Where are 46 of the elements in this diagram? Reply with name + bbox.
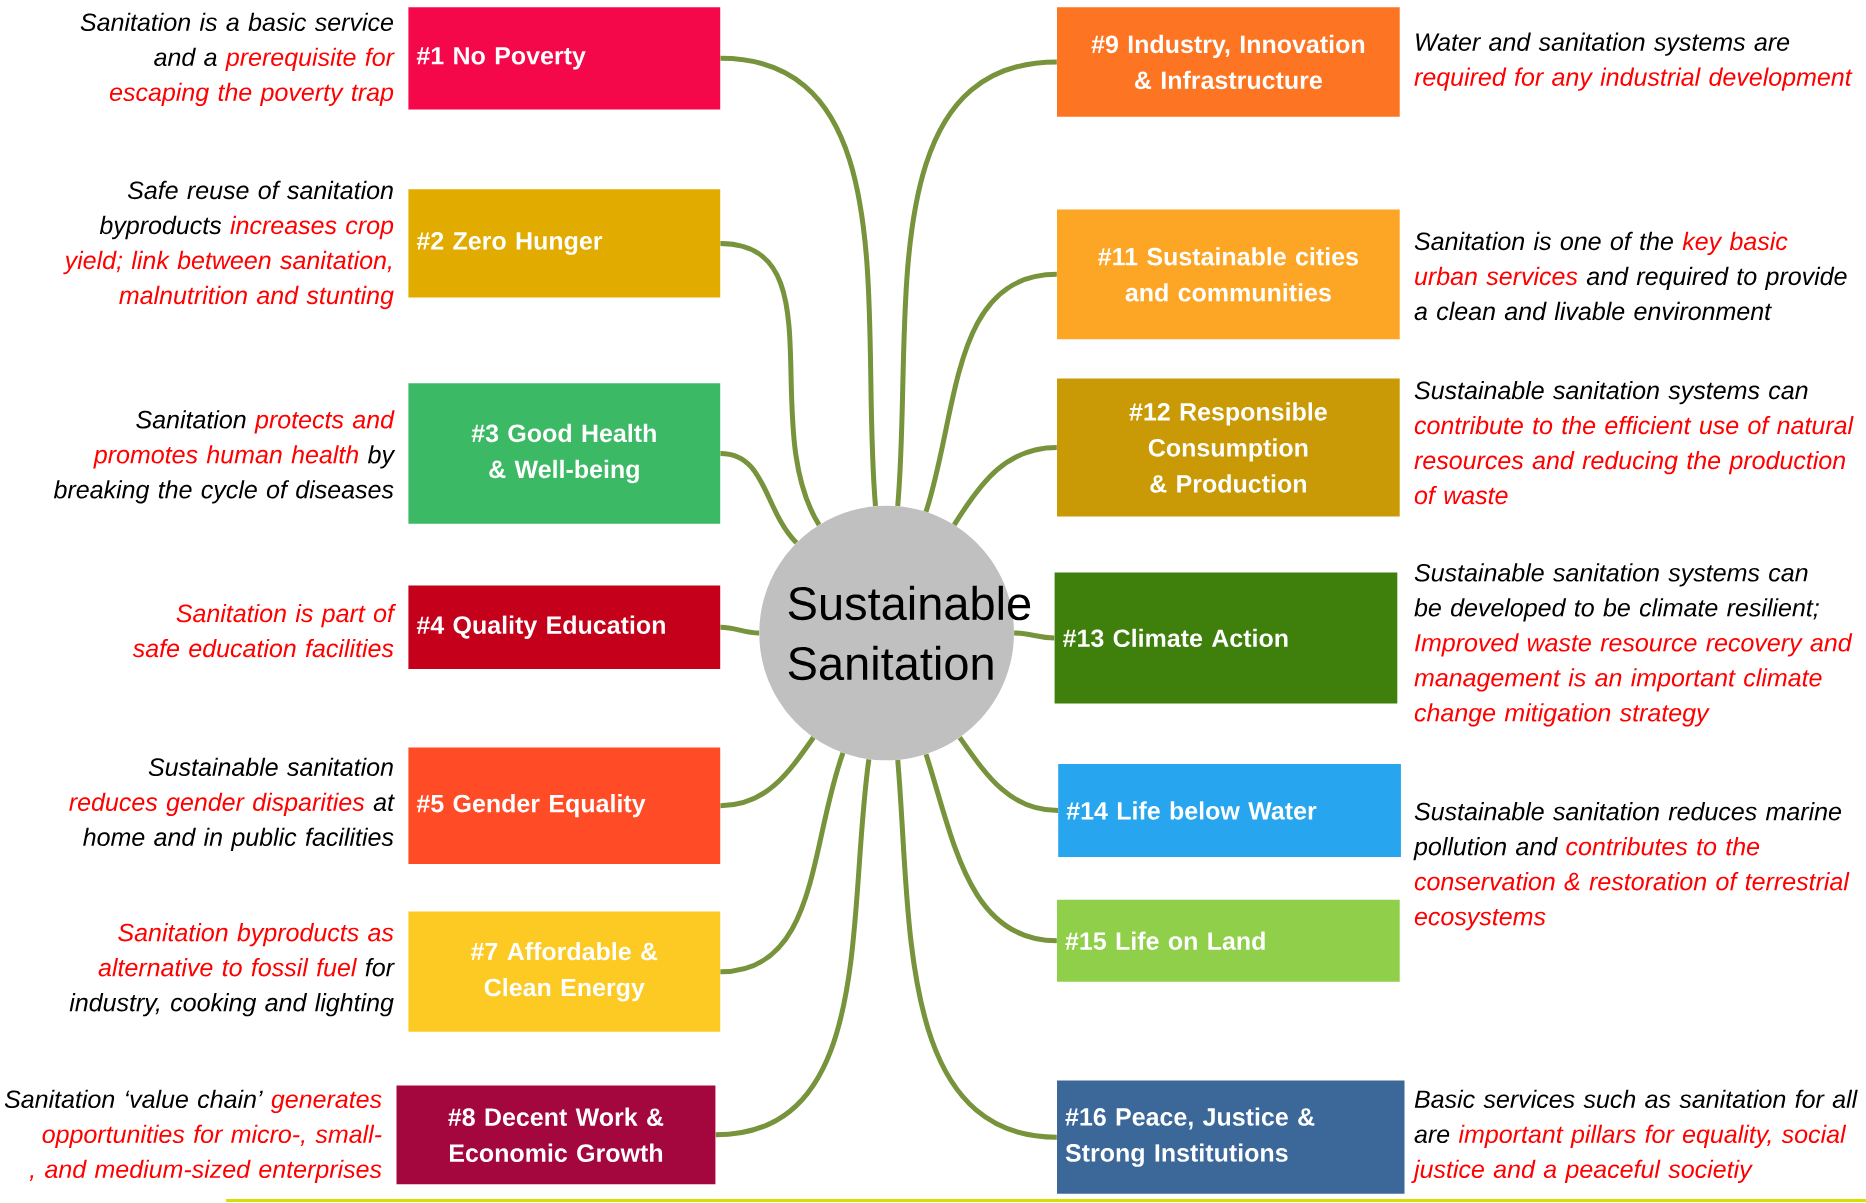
goal-box: #2 Zero Hunger <box>408 189 721 298</box>
node-label: urban services <box>1415 266 1578 286</box>
node-label: Sanitation is one of the <box>1414 231 1673 251</box>
goal-box: #1 No Poverty <box>408 7 721 110</box>
description-text: Sanitation is a basic service and a prerequisite for escaping the poverty trap <box>80 12 395 107</box>
goal-box: #14 Life below Water <box>1058 764 1401 857</box>
connector-curve <box>957 736 1059 813</box>
description-text: Basic services such as sanitation for all are important pillars for equality, social justice and a peaceful societiy <box>1411 1089 1858 1184</box>
node-label: a clean and livable environment <box>1414 301 1772 321</box>
node-label: key basic <box>1682 231 1788 256</box>
description-text: Water and sanitation systems are required for any industrial development <box>1414 32 1853 91</box>
connector-curve <box>715 759 872 1138</box>
description-text: Sanitation is one of the key basic urban services and required to provide a clean and livable environment <box>1414 231 1847 321</box>
connector-curve <box>720 55 878 507</box>
description-text: Sustainable sanitation reduces marine pollution and contributes to the conservation & restoration of terrestrial ecosystems <box>1413 802 1850 931</box>
connector-curve <box>923 753 1058 944</box>
node-label: and required to provide <box>1586 266 1847 291</box>
connector-curve <box>720 752 846 975</box>
goal-box: #5 Gender Equality <box>408 747 721 864</box>
description-text: Sanitation ‘value chain’ generates opportunities for micro-, small-, and medium-sized enterprises <box>4 1089 382 1184</box>
goal-box: #7 Affordable & Clean Energy <box>408 911 721 1032</box>
goal-box: #15 Life on Land <box>1057 899 1400 982</box>
connector-curve <box>720 736 816 809</box>
connector-curve <box>895 59 1058 507</box>
connector-curve <box>720 451 799 545</box>
description-text: Sustainable sanitation systems can contribute to the efficient use of natural resources and reducing the production of waste <box>1414 380 1854 505</box>
goal-box: #3 Good Health & Well-being <box>408 383 721 524</box>
description-text: Safe reuse of sanitation byproducts increases crop yield; link between sanitation, malnutrition and stunting <box>63 180 394 310</box>
goal-box: #9 Industry, Innovation & Infrastructure <box>1057 7 1400 117</box>
connector-curve <box>895 759 1058 1140</box>
description-text: Sanitation protects and promotes human health by breaking the cycle of diseases <box>53 410 396 504</box>
connector-curve <box>923 271 1058 513</box>
goal-box: #8 Decent Work & Economic Growth <box>396 1085 716 1185</box>
connector-curve <box>1014 630 1055 641</box>
connector-curve <box>720 240 822 526</box>
connector-curve <box>952 445 1057 527</box>
description-text: Sanitation byproducts as alternative to fossil fuel for industry, cooking and lighting <box>69 923 395 1017</box>
goal-box: #13 Climate Action <box>1054 572 1398 704</box>
goal-box: #4 Quality Education <box>408 585 721 669</box>
goal-box: #12 Responsible Consumption & Production <box>1057 378 1400 517</box>
goal-box: #16 Peace, Justice & Strong Institutions <box>1057 1080 1405 1194</box>
description-text: Sustainable sanitation systems can be developed to be climate resilient; Improved waste resource recovery and management is an important climate change mitigation strategy <box>1414 563 1853 727</box>
description-text: Sustainable sanitation reduces gender disparities at home and in public facilities <box>69 757 395 851</box>
description-text: Sanitation is part of safe education facilities <box>132 603 397 658</box>
goal-box: #11 Sustainable cities and communities <box>1057 209 1400 340</box>
connector-curve <box>720 624 760 636</box>
